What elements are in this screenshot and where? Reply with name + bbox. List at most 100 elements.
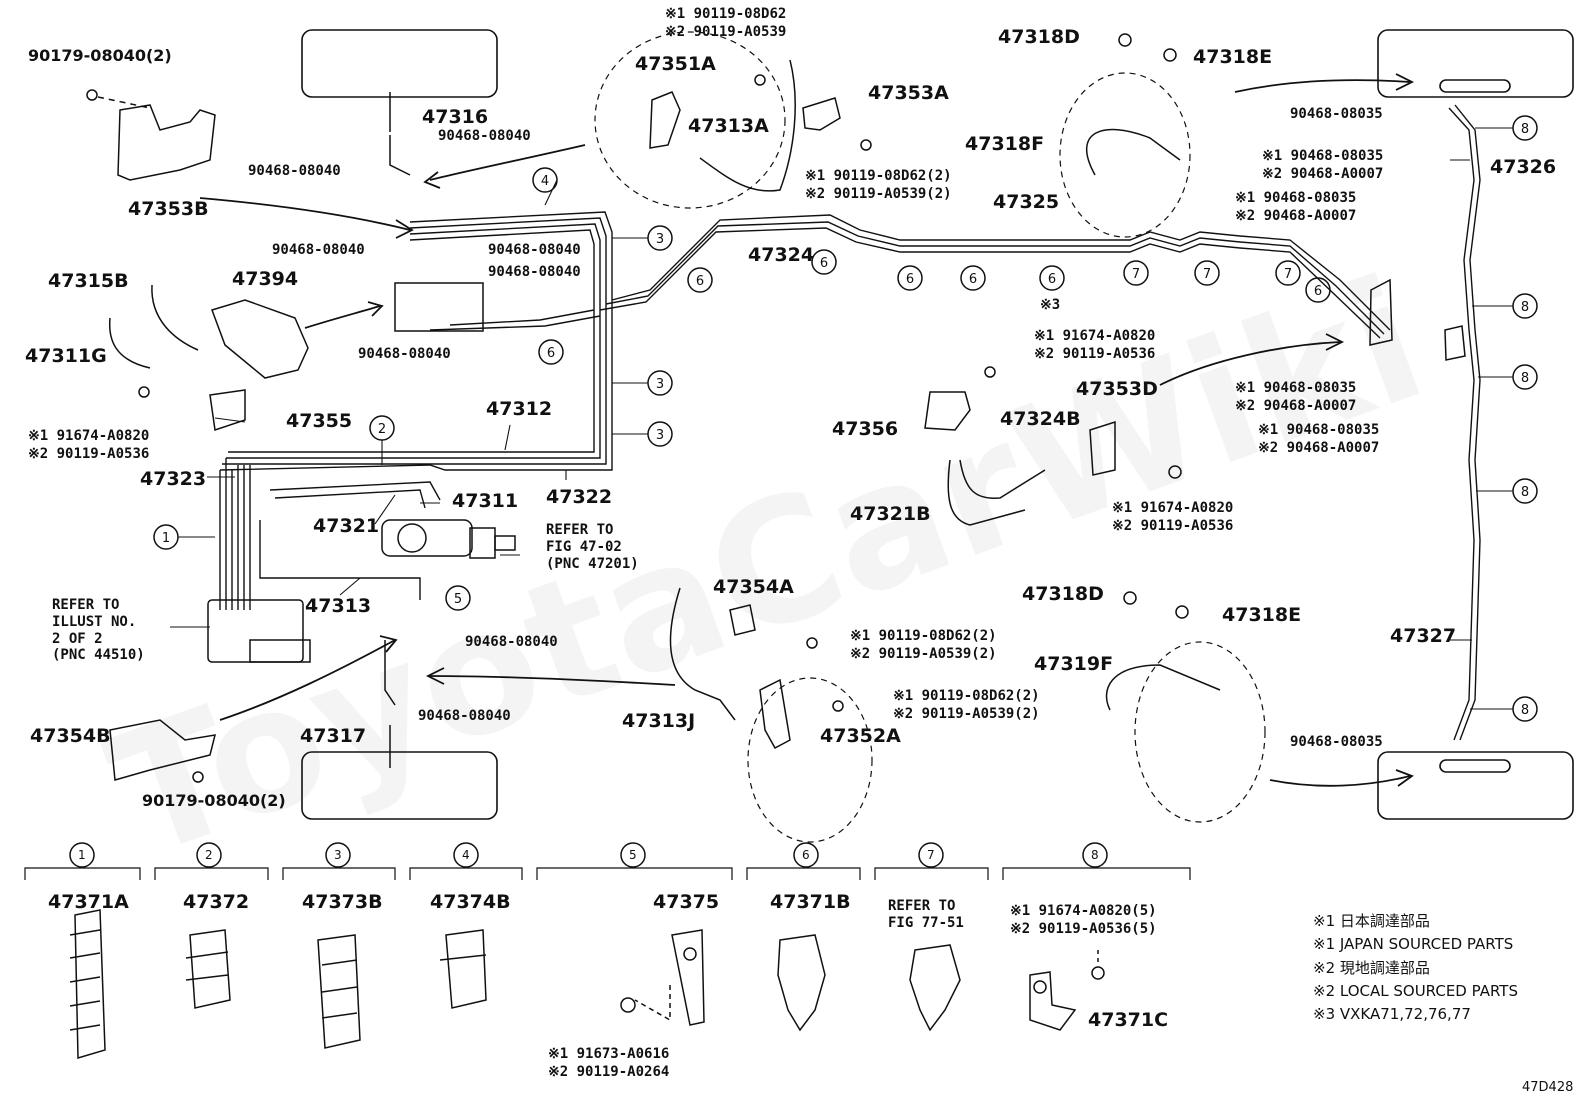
clamp-6-part: 47371B [770, 891, 851, 913]
legend-line-1: ※1 日本調達部品 [1313, 912, 1430, 930]
svg-text:6: 6 [969, 272, 977, 287]
legend-line-5: ※3 VXKA71,72,76,77 [1313, 1005, 1471, 1023]
refer-illust-no: REFER TO ILLUST NO. 2 OF 2 (PNC 44510) [52, 597, 145, 664]
part-47355-local: ※2 90119-A0536 [28, 446, 150, 462]
leader-lines [170, 127, 1513, 710]
part-47356-jp: ※1 91674-A0820 [1034, 328, 1156, 344]
front-left-wheel-area [301, 29, 498, 98]
clamp-2-part: 47372 [183, 891, 250, 913]
legend-line-2: ※1 JAPAN SOURCED PARTS [1313, 935, 1514, 954]
svg-text:8: 8 [1521, 122, 1529, 137]
svg-text:8: 8 [1521, 703, 1529, 718]
part-47351A-local: ※2 90119-A0539 [665, 24, 787, 40]
svg-text:7: 7 [1132, 267, 1140, 282]
svg-text:6: 6 [696, 274, 704, 289]
svg-text:8: 8 [1521, 371, 1529, 386]
svg-text:8: 8 [1521, 300, 1529, 315]
part-47353A-local: ※2 90119-A0539(2) [805, 186, 952, 202]
svg-text:3: 3 [656, 377, 664, 392]
rear-right-line [1448, 104, 1481, 741]
legend-line-3: ※2 現地調達部品 [1313, 958, 1430, 977]
part-47351A-jp: ※1 90119-08D62 [665, 6, 787, 22]
clamp-8-part: 47371C [1088, 1009, 1169, 1031]
clip-box: 90468-08040 [358, 346, 451, 362]
clamp-brackets [24, 867, 1191, 880]
label-90179-08040-bottom: 90179-08040(2) [142, 791, 286, 810]
label-47318F: 47318F [965, 133, 1045, 155]
rear-left-wheel-area [301, 751, 498, 820]
label-47322: 47322 [546, 486, 613, 508]
clamp-1-num: 1 [78, 848, 86, 862]
label-47354B: 47354B [30, 725, 111, 747]
label-47325: 47325 [993, 191, 1060, 213]
legend-line-4: ※2 LOCAL SOURCED PARTS [1313, 981, 1518, 1000]
clip-5: 90468-08040 [465, 634, 558, 650]
label-47323: 47323 [140, 468, 207, 490]
label-47352A: 47352A [820, 725, 901, 747]
part-47356-local: ※2 90119-A0536 [1034, 346, 1156, 362]
clamp-8-bolt-jp: ※1 91674-A0820(5) [1010, 903, 1157, 919]
clamp-8-num: 8 [1091, 848, 1099, 862]
part-47353A-jp: ※1 90119-08D62(2) [805, 168, 952, 184]
drawing-reference: 47D428 [1522, 1080, 1574, 1095]
label-47324B: 47324B [1000, 408, 1081, 430]
svg-text:7: 7 [1284, 267, 1292, 282]
label-47313A: 47313A [688, 115, 769, 137]
refer-fig-77-51: REFER TO FIG 77-51 [888, 898, 964, 931]
label-47318E-top: 47318E [1193, 46, 1273, 68]
part-47355-jp: ※1 91674-A0820 [28, 428, 150, 444]
clamp-4-part: 47374B [430, 891, 511, 913]
label-47351A: 47351A [635, 53, 716, 75]
clamp-5-num: 5 [629, 848, 637, 862]
svg-text:3: 3 [656, 232, 664, 247]
label-47318D-bottom: 47318D [1022, 583, 1104, 605]
label-47353A: 47353A [868, 82, 949, 104]
label-47316: 47316 [422, 106, 489, 128]
svg-text:6: 6 [820, 256, 828, 271]
clamp-3-part: 47373B [302, 891, 383, 913]
label-47321: 47321 [313, 515, 380, 537]
brake-line-bundle [219, 211, 1391, 610]
clamp-7-num: 7 [927, 848, 935, 862]
part-47352A-local: ※2 90119-A0539(2) [893, 706, 1040, 722]
svg-text:6: 6 [1048, 272, 1056, 287]
clamp-4-num: 4 [462, 848, 470, 862]
svg-text:5: 5 [454, 592, 462, 607]
label-47353D: 47353D [1076, 378, 1158, 400]
part-47354A-local: ※2 90119-A0539(2) [850, 646, 997, 662]
svg-text:4: 4 [541, 174, 549, 189]
clamp-5-part: 47375 [653, 891, 720, 913]
label-47355: 47355 [286, 410, 353, 432]
clip-top-right: 90468-08035 [1290, 106, 1383, 122]
clamp-3-num: 3 [334, 848, 342, 862]
part-r1-local: ※2 90468-A0007 [1262, 166, 1384, 182]
part-r3-jp: ※1 90468-08035 [1235, 380, 1357, 396]
svg-text:8: 8 [1521, 485, 1529, 500]
legend: ※1 日本調達部品 ※1 JAPAN SOURCED PARTS ※2 現地調達… [1313, 910, 1518, 1026]
part-r1-jp: ※1 90468-08035 [1262, 148, 1384, 164]
part-r4-local: ※2 90468-A0007 [1258, 440, 1380, 456]
svg-text:2: 2 [378, 422, 386, 437]
part-r4-jp: ※1 90468-08035 [1258, 422, 1380, 438]
clamp-1-part: 47371A [48, 891, 129, 913]
label-47318E-bottom: 47318E [1222, 604, 1302, 626]
clip-mid-left: 90468-08040 [272, 242, 365, 258]
clamp-5-bolt-jp: ※1 91673-A0616 [548, 1046, 670, 1062]
label-47319F: 47319F [1034, 653, 1114, 675]
clip-47317: 90468-08040 [418, 708, 511, 724]
svg-text:6: 6 [906, 272, 914, 287]
part-47352A-jp: ※1 90119-08D62(2) [893, 688, 1040, 704]
label-47354A: 47354A [713, 576, 794, 598]
label-47311: 47311 [452, 490, 519, 512]
arrows [199, 73, 1415, 787]
clip-mid-right-2: 90468-08040 [488, 264, 581, 280]
clip-left: 90468-08040 [248, 163, 341, 179]
svg-text:1: 1 [162, 531, 170, 546]
label-90179-08040-top: 90179-08040(2) [28, 46, 172, 65]
detail-ellipses [594, 31, 1266, 843]
clip-bottom-right: 90468-08035 [1290, 734, 1383, 750]
part-r3-local: ※2 90468-A0007 [1235, 398, 1357, 414]
note-3-marker: ※3 [1040, 297, 1061, 313]
